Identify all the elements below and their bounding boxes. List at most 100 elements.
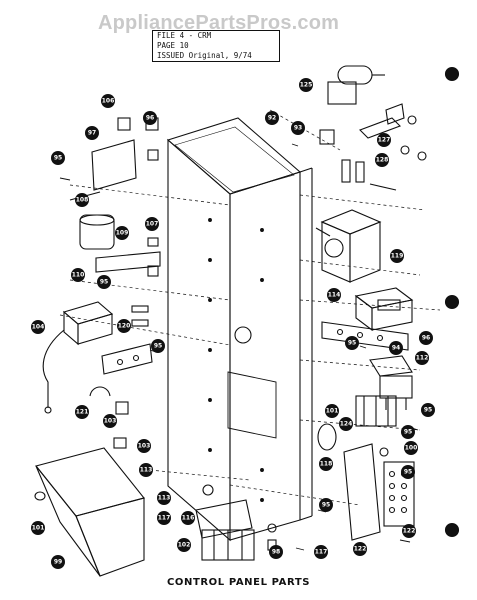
- terminal-plate-left: [101, 343, 153, 375]
- assembly-leader-lines: [59, 109, 441, 506]
- callout-114: 114: [327, 288, 341, 302]
- callout-92: 92: [265, 111, 279, 125]
- callout-116: 116: [181, 511, 195, 525]
- svg-text:116: 116: [182, 515, 195, 522]
- diagram-caption: CONTROL PANEL PARTS: [166, 577, 311, 588]
- callout-127: 127: [377, 133, 391, 147]
- callout-95h: 95: [401, 465, 415, 479]
- svg-text:95: 95: [54, 155, 62, 162]
- callout-119: 119: [390, 249, 404, 263]
- svg-text:97: 97: [88, 130, 96, 137]
- thermostat: [42, 301, 149, 414]
- binder-hole-bottom: [444, 522, 460, 538]
- callout-93: 93: [291, 121, 305, 135]
- callout-95c: 95: [151, 339, 165, 353]
- svg-text:102: 102: [178, 542, 191, 549]
- callout-128: 128: [375, 153, 389, 167]
- callout-95f: 95: [401, 425, 415, 439]
- svg-text:107: 107: [146, 221, 159, 228]
- svg-text:125: 125: [300, 82, 313, 89]
- svg-text:110: 110: [72, 272, 85, 279]
- callout-95e: 95: [421, 403, 435, 417]
- svg-text:95: 95: [424, 407, 432, 414]
- callout-113a: 113: [139, 463, 153, 477]
- svg-text:103: 103: [104, 418, 117, 425]
- callout-95a: 95: [51, 151, 65, 165]
- svg-text:114: 114: [328, 292, 341, 299]
- callout-120: 120: [117, 319, 131, 333]
- callout-103b: 103: [137, 439, 151, 453]
- file-info-box: FILE 4 - CRM PAGE 10 ISSUED Original, 9/…: [152, 30, 280, 62]
- callout-100: 100: [404, 441, 418, 455]
- callout-layer: 125 106 97 96 92 93 127 95 128 108 109 1…: [31, 78, 435, 569]
- fan-motor: [79, 214, 161, 277]
- site-watermark: AppliancePartsPros.com: [98, 12, 340, 34]
- svg-text:108: 108: [76, 197, 89, 204]
- svg-text:121: 121: [76, 409, 89, 416]
- callout-101b: 101: [31, 521, 45, 535]
- svg-text:100: 100: [405, 445, 418, 452]
- svg-text:120: 120: [118, 323, 131, 330]
- callout-124: 124: [339, 417, 353, 431]
- svg-text:95: 95: [404, 429, 412, 436]
- callout-104: 104: [31, 320, 45, 334]
- callout-95g: 95: [319, 498, 333, 512]
- svg-text:92: 92: [268, 115, 276, 122]
- callout-106: 106: [101, 94, 115, 108]
- terminal-strip-right: [321, 321, 409, 351]
- callout-99: 99: [51, 555, 65, 569]
- callout-112: 112: [415, 351, 429, 365]
- svg-text:95: 95: [322, 502, 330, 509]
- screws: [59, 143, 419, 551]
- callout-103a: 103: [103, 414, 117, 428]
- mounting-bracket-upper-left: [69, 117, 159, 201]
- callout-96: 96: [143, 111, 157, 125]
- svg-text:122: 122: [403, 528, 416, 535]
- svg-text:109: 109: [116, 230, 129, 237]
- svg-text:96: 96: [422, 335, 430, 342]
- svg-text:96: 96: [146, 115, 154, 122]
- callout-117a: 117: [157, 511, 171, 525]
- svg-text:127: 127: [378, 137, 391, 144]
- callout-125: 125: [299, 78, 313, 92]
- page-line: PAGE 10: [157, 41, 189, 50]
- svg-text:124: 124: [340, 421, 353, 428]
- switch-and-terminals: [319, 117, 427, 191]
- binder-hole-middle: [444, 294, 460, 310]
- svg-text:106: 106: [102, 98, 115, 105]
- svg-text:104: 104: [32, 324, 45, 331]
- switch-block: [195, 484, 277, 561]
- transformer: [354, 287, 414, 332]
- svg-text:95: 95: [154, 343, 162, 350]
- clamp-121: [89, 386, 129, 415]
- callout-98: 98: [269, 545, 283, 559]
- callout-121: 121: [75, 405, 89, 419]
- svg-text:128: 128: [376, 157, 389, 164]
- issued-line: ISSUED Original, 9/74: [157, 51, 252, 60]
- timer-unit: [315, 209, 382, 283]
- svg-text:98: 98: [272, 549, 280, 556]
- svg-text:95: 95: [404, 469, 412, 476]
- callout-95d: 95: [345, 336, 359, 350]
- callout-110: 110: [71, 268, 85, 282]
- svg-text:94: 94: [392, 345, 400, 352]
- callout-118: 118: [319, 457, 333, 471]
- callout-94a: 94: [389, 341, 403, 355]
- callout-107: 107: [145, 217, 159, 231]
- svg-text:103: 103: [138, 443, 151, 450]
- svg-text:122: 122: [354, 546, 367, 553]
- fuse-bracket: [343, 443, 415, 541]
- cover-plate: [34, 447, 145, 577]
- binder-hole-top: [444, 66, 460, 82]
- svg-text:118: 118: [320, 461, 333, 468]
- relay-lower: [355, 395, 397, 427]
- callout-109: 109: [115, 226, 129, 240]
- control-panel-housing: [166, 117, 313, 542]
- svg-text:113: 113: [158, 495, 171, 502]
- svg-text:117: 117: [315, 549, 328, 556]
- svg-text:95: 95: [100, 279, 108, 286]
- callout-113b: 113: [157, 491, 171, 505]
- callout-122: 122: [402, 524, 416, 538]
